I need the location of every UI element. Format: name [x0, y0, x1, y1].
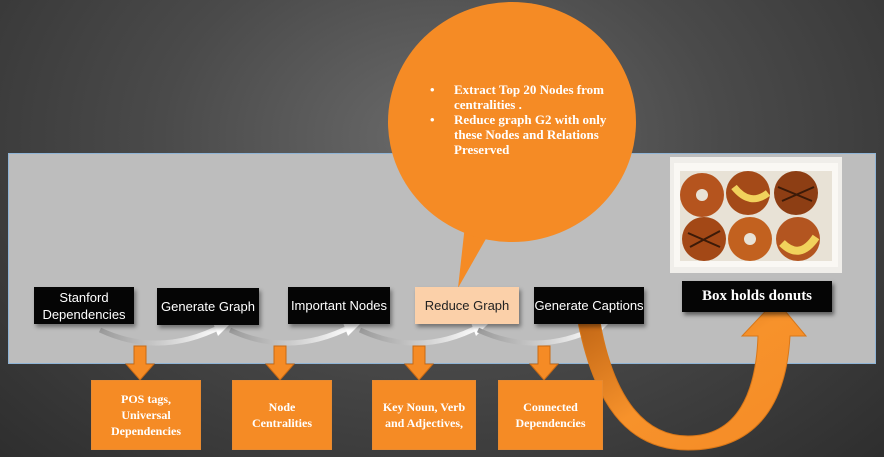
note-key-pos: Key Noun, Verb and Adjectives, [372, 380, 476, 450]
connector-arrow-3 [358, 323, 482, 346]
note-pos-tags: POS tags, Universal Dependencies [91, 380, 201, 450]
down-arrow-1 [124, 345, 156, 381]
bubble-item: Reduce graph G2 with only these Nodes an… [428, 112, 618, 157]
connector-arrowhead-2 [342, 320, 362, 336]
connector-arrowhead-3 [470, 320, 490, 336]
note-connected-dependencies: Connected Dependencies [498, 380, 603, 450]
down-arrow-4 [528, 345, 560, 381]
down-arrow-3 [403, 345, 435, 381]
big-uturn-arrow [577, 299, 808, 451]
result-caption: Box holds donuts [682, 281, 832, 312]
step-generate-captions: Generate Captions [534, 287, 644, 324]
bubble-item: Extract Top 20 Nodes from centralities . [428, 82, 618, 112]
step-reduce-graph: Reduce Graph [415, 287, 519, 324]
step-important-nodes: Important Nodes [288, 287, 390, 324]
connector-arrow-2 [228, 323, 354, 346]
connector-arrow-1 [98, 323, 224, 346]
note-node-centralities: Node Centralities [232, 380, 332, 450]
step-generate-graph: Generate Graph [157, 288, 259, 325]
down-arrow-2 [264, 345, 296, 381]
donut-box-photo [670, 157, 842, 273]
step-stanford-dependencies: Stanford Dependencies [34, 287, 134, 324]
bubble-list: Extract Top 20 Nodes from centralities .… [428, 82, 618, 157]
